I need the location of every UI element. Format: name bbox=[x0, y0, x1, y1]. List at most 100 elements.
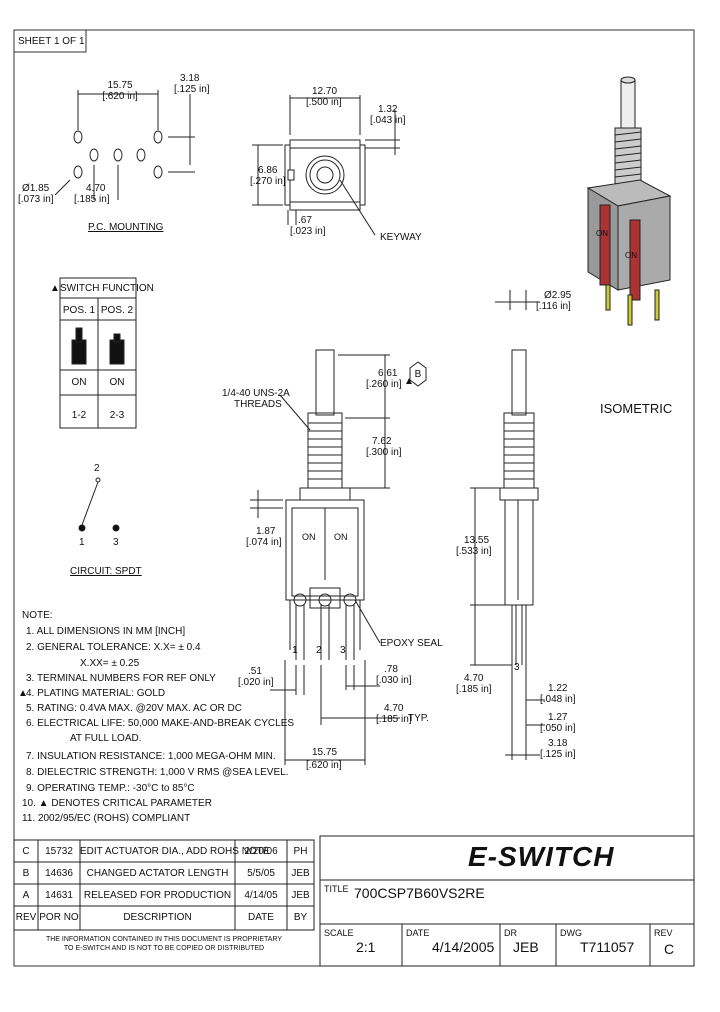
note-4: 4. PLATING MATERIAL: GOLD bbox=[26, 688, 166, 699]
top-dim-067: .67 bbox=[298, 215, 312, 226]
iso-dim-295-in: [.116 in] bbox=[536, 301, 571, 312]
front-dim-762: 7.62 bbox=[372, 436, 392, 447]
pc-dim-1575: 15.75 bbox=[107, 80, 133, 91]
rev-c-date: 2/20/06 bbox=[244, 846, 278, 857]
terminal-3: 3 bbox=[340, 645, 346, 656]
rev-a-date: 4/14/05 bbox=[244, 890, 278, 901]
epoxy-seal-label: EPOXY SEAL bbox=[380, 638, 443, 649]
rev-a-desc: RELEASED FOR PRODUCTION bbox=[83, 890, 232, 901]
title-value: 700CSP7B60VS2RE bbox=[354, 885, 485, 901]
rev-c: C bbox=[22, 846, 30, 857]
proprietary-line-1: THE INFORMATION CONTAINED IN THIS DOCUME… bbox=[45, 936, 283, 943]
rev-a: A bbox=[22, 890, 30, 901]
pos1-conn: 1-2 bbox=[71, 410, 87, 421]
rev-b: B bbox=[22, 868, 30, 879]
scale-value: 2:1 bbox=[356, 939, 376, 955]
pos2-state: ON bbox=[109, 377, 125, 388]
sheet-border bbox=[13, 29, 695, 967]
top-dim-132: 1.32 bbox=[378, 104, 398, 115]
notes-title: NOTE: bbox=[22, 610, 53, 621]
side-dim-1355-in: [.533 in] bbox=[456, 546, 492, 557]
note-6b: AT FULL LOAD. bbox=[70, 733, 142, 744]
note-2b: X.XX= ± 0.25 bbox=[80, 658, 140, 669]
pc-dim-318-in: [.125 in] bbox=[174, 84, 210, 95]
front-dim-470-in: [.185 in] bbox=[376, 714, 412, 725]
date-value: 4/14/2005 bbox=[432, 939, 495, 955]
drawn-by-label: DR bbox=[504, 928, 517, 938]
pc-dim-470-in: [.185 in] bbox=[74, 194, 110, 205]
rev-b-date: 5/5/05 bbox=[247, 868, 275, 879]
dwg-value: T711057 bbox=[580, 939, 635, 955]
typ-label: TYP. bbox=[408, 713, 429, 724]
circuit-diagram bbox=[78, 477, 120, 532]
pc-dim-185-in: [.073 in] bbox=[18, 194, 54, 205]
rev-b-por: 14636 bbox=[45, 868, 73, 879]
terminal-2: 2 bbox=[316, 645, 322, 656]
pos1-state: ON bbox=[71, 377, 87, 388]
note-4-marker: ▲ bbox=[18, 688, 28, 699]
front-dim-187: 1.87 bbox=[256, 526, 276, 537]
keyway-label: KEYWAY bbox=[380, 232, 422, 243]
on-left-label: ON bbox=[302, 532, 316, 542]
side-dim-470: 4.70 bbox=[464, 673, 484, 684]
note-8: 8. DIELECTRIC STRENGTH: 1,000 V RMS @SEA… bbox=[26, 767, 289, 778]
circuit-t1: 1 bbox=[79, 537, 85, 548]
pc-mounting-pattern bbox=[54, 90, 195, 200]
front-dim-1575: 15.75 bbox=[312, 747, 338, 758]
iso-on-left: ON bbox=[596, 229, 608, 238]
pc-mounting-title: P.C. MOUNTING bbox=[88, 222, 164, 233]
side-view bbox=[470, 349, 545, 760]
front-view bbox=[250, 349, 427, 765]
isometric-label: ISOMETRIC bbox=[600, 401, 673, 416]
note-3: 3. TERMINAL NUMBERS FOR REF ONLY bbox=[26, 673, 216, 684]
sheet-box bbox=[13, 29, 87, 53]
rev-label: REV bbox=[654, 928, 673, 938]
e-switch-logo: E-SWITCH bbox=[468, 841, 615, 872]
on-right-label: ON bbox=[334, 532, 348, 542]
top-dim-1270: 12.70 bbox=[312, 86, 338, 97]
side-dim-122-in: [.048 in] bbox=[540, 694, 576, 705]
drawn-by-value: JEB bbox=[513, 939, 539, 955]
note-7: 7. INSULATION RESISTANCE: 1,000 MEGA-OHM… bbox=[26, 751, 276, 762]
revision-table bbox=[13, 839, 315, 931]
scale-label: SCALE bbox=[324, 928, 354, 938]
iso-on-right: ON bbox=[625, 251, 637, 260]
top-dim-132-in: [.043 in] bbox=[370, 115, 406, 126]
side-terminal-3: 3 bbox=[514, 662, 520, 673]
rev-value: C bbox=[664, 941, 675, 957]
front-dim-661: 6.61 bbox=[378, 368, 398, 379]
side-dim-127-in: [.050 in] bbox=[540, 723, 576, 734]
rev-header-rev: REV bbox=[15, 912, 37, 923]
critical-marker-b: ▲ bbox=[404, 376, 414, 387]
critical-marker: ▲ bbox=[50, 283, 60, 294]
rev-header-por: POR NO bbox=[39, 912, 79, 923]
rev-header-desc: DESCRIPTION bbox=[123, 912, 192, 923]
rev-c-por: 15732 bbox=[45, 846, 73, 857]
note-1: 1. ALL DIMENSIONS IN MM [INCH] bbox=[26, 626, 186, 637]
switch-function-title: SWITCH FUNCTION bbox=[60, 283, 154, 294]
rev-header-date: DATE bbox=[248, 912, 274, 923]
rev-a-by: JEB bbox=[291, 890, 310, 901]
front-dim-187-in: [.074 in] bbox=[246, 537, 282, 548]
front-dim-051: .51 bbox=[248, 666, 262, 677]
b-marker: B bbox=[414, 369, 422, 380]
thread-label: THREADS bbox=[234, 399, 282, 410]
top-view bbox=[252, 95, 400, 236]
side-dim-470-in: [.185 in] bbox=[456, 684, 492, 695]
dwg-label: DWG bbox=[560, 928, 582, 938]
front-dim-661-in: [.260 in] bbox=[366, 379, 402, 390]
terminal-1: 1 bbox=[292, 645, 298, 656]
front-dim-051-in: [.020 in] bbox=[238, 677, 274, 688]
side-dim-1355: 13.55 bbox=[464, 535, 490, 546]
side-dim-127: 1.27 bbox=[548, 712, 568, 723]
note-6: 6. ELECTRICAL LIFE: 50,000 MAKE-AND-BREA… bbox=[26, 718, 295, 729]
proprietary-line-2: TO E-SWITCH AND IS NOT TO BE COPIED OR D… bbox=[63, 945, 265, 952]
side-dim-318-in: [.125 in] bbox=[540, 749, 576, 760]
rev-b-desc: CHANGED ACTATOR LENGTH bbox=[86, 868, 229, 879]
note-10: 10. ▲ DENOTES CRITICAL PARAMETER bbox=[22, 798, 212, 809]
side-dim-318: 3.18 bbox=[548, 738, 568, 749]
circuit-label: CIRCUIT: SPDT bbox=[70, 566, 142, 577]
top-dim-1270-in: [.500 in] bbox=[306, 97, 342, 108]
thread-spec: 1/4-40 UNS-2A bbox=[222, 388, 290, 399]
